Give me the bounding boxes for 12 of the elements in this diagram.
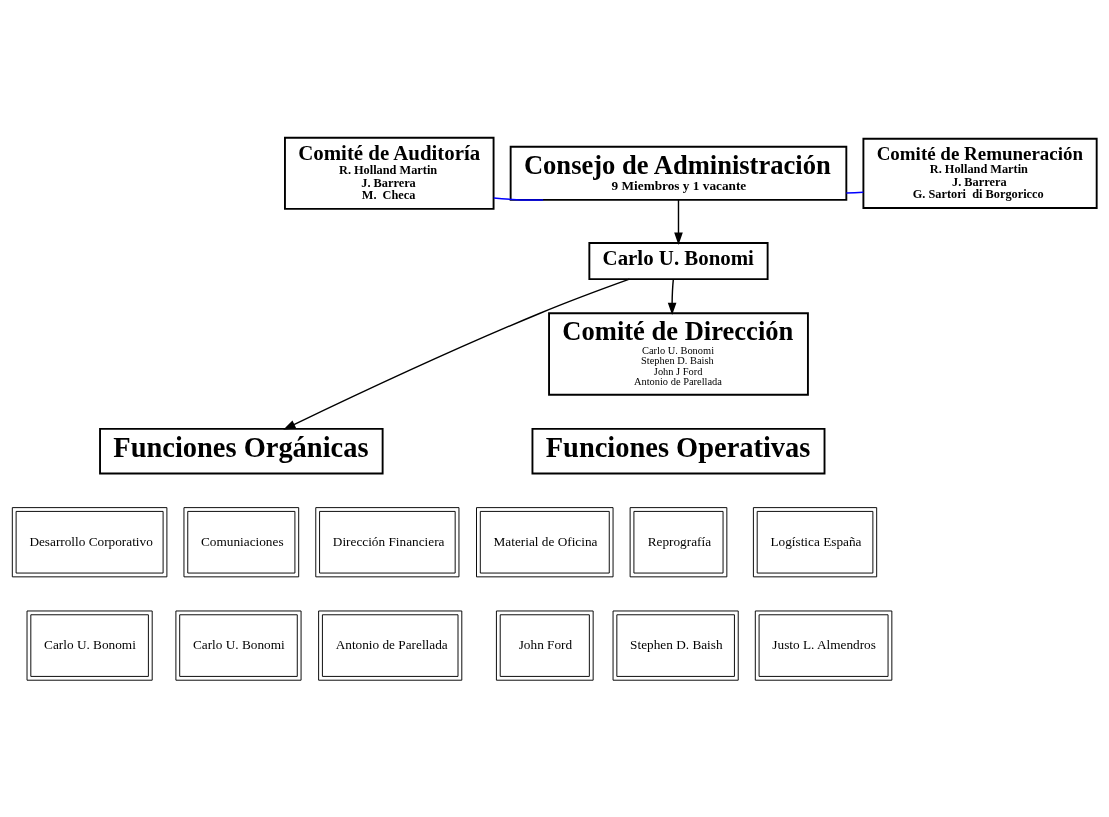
- node-box: Comité de Auditoría R. Holland Martin J. Barrera M. Checa: [284, 136, 495, 210]
- node-box: Carlo U. Bonomi: [588, 241, 769, 280]
- arrow: [674, 198, 683, 245]
- arrow: [667, 277, 677, 315]
- node-box: Funciones Orgánicas: [99, 427, 384, 474]
- node-box: Consejo de Administración 9 Miembros y 1 vacante: [509, 145, 848, 201]
- node-box: Comité de Dirección Carlo U. Bonomi Stephen D. Baish John J Ford Antonio de Parellada: [548, 311, 809, 396]
- connector: [845, 191, 865, 194]
- node-box: Funciones Operativas: [531, 427, 826, 474]
- node-box: Comité de Remuneración R. Holland Martin J. Barrera G. Sartori di Borgoricco: [862, 137, 1098, 209]
- connector: [493, 196, 544, 201]
- arrow: [283, 277, 631, 430]
